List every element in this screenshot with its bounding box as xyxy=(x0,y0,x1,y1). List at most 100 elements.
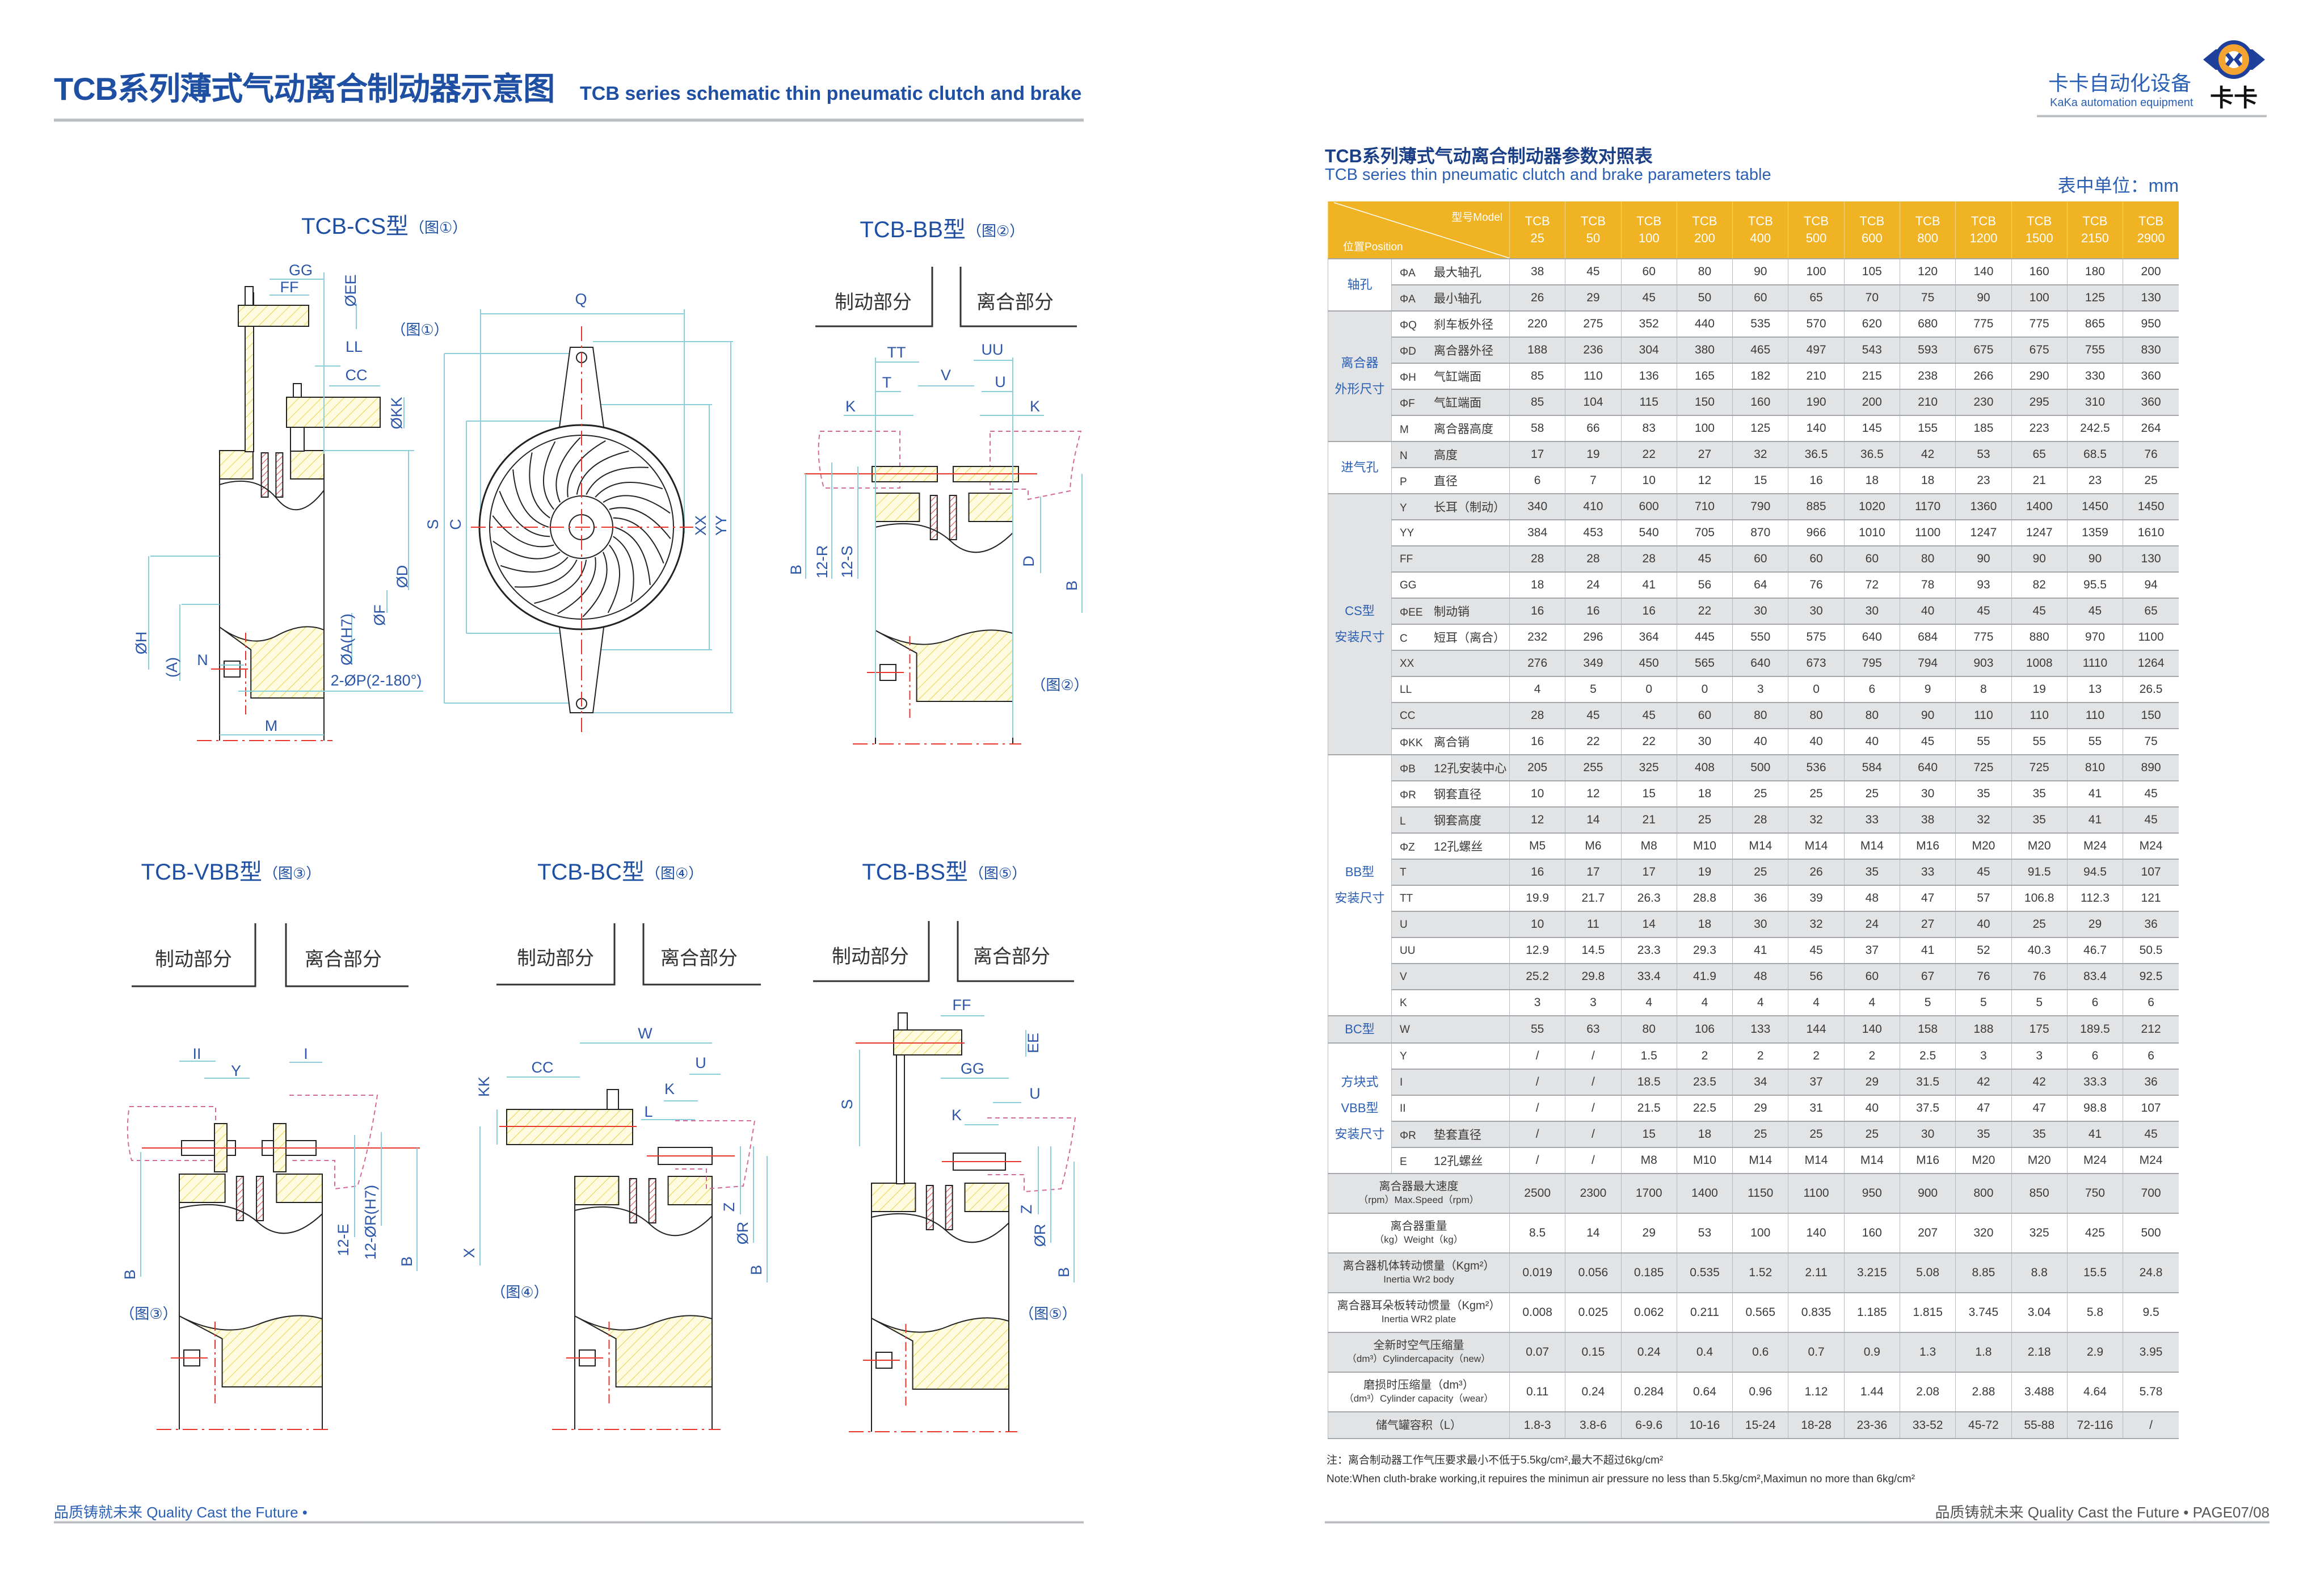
table-cell: 2500 xyxy=(1509,1174,1565,1214)
table-cell: / xyxy=(1509,1069,1565,1096)
parameter-name: 钢套直径 xyxy=(1434,788,1481,801)
table-cell: 94 xyxy=(2123,572,2179,599)
table-cell: 42 xyxy=(1955,1069,2012,1096)
table-cell: 25 xyxy=(1843,1121,1900,1148)
parameter-symbol: V xyxy=(1400,971,1407,983)
table-cell: 950 xyxy=(2123,311,2179,338)
parameter-symbol: P xyxy=(1400,476,1407,488)
table-cell: 41 xyxy=(1732,937,1788,964)
lower-flange xyxy=(574,1315,713,1387)
figure-label: （图②） xyxy=(967,222,1024,239)
parameter-name: 气缸端面 xyxy=(1434,371,1481,384)
dim-label: X xyxy=(461,1248,478,1258)
parameter-name: 垫套直径 xyxy=(1434,1129,1481,1142)
table-cell: 60 xyxy=(1676,703,1733,729)
table-cell: 60 xyxy=(1843,546,1900,573)
dim-label: FF xyxy=(953,996,971,1014)
table-cell: 1100 xyxy=(2123,624,2179,651)
table-cell: 4 xyxy=(1676,990,1733,1016)
table-cell: 55 xyxy=(1955,729,2012,755)
title-divider xyxy=(54,118,1084,122)
group-label-line: 外形尺寸 xyxy=(1334,382,1385,396)
dim-label: 12-E xyxy=(335,1223,352,1256)
table-cell: 2 xyxy=(1676,1043,1733,1070)
model-series: TCB xyxy=(2138,214,2164,228)
dim-label: GG xyxy=(289,262,313,279)
table-cell: / xyxy=(1565,1121,1622,1148)
table-cell: 584 xyxy=(1843,755,1900,781)
mating-part-outline xyxy=(127,1095,378,1190)
table-cell: 900 xyxy=(1899,1174,1956,1214)
table-cell: 12 xyxy=(1676,468,1733,494)
hub-flange-left xyxy=(871,1183,916,1212)
table-cell: / xyxy=(1565,1147,1622,1174)
hub-flange-left xyxy=(179,1174,226,1203)
table-title: TCB系列薄式气动离合制动器参数对照表 xyxy=(1325,146,1653,166)
fan-blade xyxy=(607,544,621,613)
parameter-symbol: ΦEE xyxy=(1400,607,1423,619)
table-cell: 47 xyxy=(1899,885,1956,912)
table-cell: 680 xyxy=(1899,311,1956,338)
table-cell: M16 xyxy=(1899,833,1956,860)
table-cell: 70 xyxy=(1843,285,1900,312)
table-cell: 4 xyxy=(1509,676,1565,703)
table-cell: M14 xyxy=(1732,1147,1788,1174)
table-cell: 25 xyxy=(2123,468,2179,494)
footer-divider xyxy=(1325,1521,2270,1524)
table-cell: 55 xyxy=(2011,729,2068,755)
table-cell: 90 xyxy=(2011,546,2068,573)
table-cell: 22 xyxy=(1620,441,1677,468)
bs-dimension-labels: FF EE GG S U K Z ØR B （图⑤） xyxy=(839,996,1077,1322)
figure-label: （图⑤） xyxy=(969,865,1026,882)
parameter-name: 钢套高度 xyxy=(1434,814,1481,827)
table-cell: 2.08 xyxy=(1899,1372,1956,1412)
table-cell: 684 xyxy=(1899,624,1956,651)
parameter-symbol: ΦA xyxy=(1400,267,1416,279)
table-cell: 56 xyxy=(1676,572,1733,599)
table-cell: 0.11 xyxy=(1509,1372,1565,1412)
table-cell: 60 xyxy=(1620,259,1677,285)
hub-flange-right xyxy=(290,450,325,480)
table-cell: 296 xyxy=(1565,624,1622,651)
table-cell: 16 xyxy=(1509,859,1565,886)
summary-label-line: Inertia Wr2 body xyxy=(1383,1274,1454,1285)
table-cell: 453 xyxy=(1565,520,1622,546)
fan-blade xyxy=(492,515,554,548)
table-cell: 0.24 xyxy=(1620,1332,1677,1373)
friction-plate xyxy=(235,1176,244,1221)
table-cell: 40 xyxy=(1843,1095,1900,1122)
table-cell: 48 xyxy=(1732,964,1788,990)
table-cell: 121 xyxy=(2123,885,2179,912)
summary-label-line: 离合器最大速度 xyxy=(1379,1180,1459,1193)
dim-label: S xyxy=(839,1099,856,1109)
table-cell: 1008 xyxy=(2011,650,2068,677)
drawing-tcb-bc: TCB-BC型 （图④） 制动部分 离合部分 W CC KK U K L Z Ø… xyxy=(461,860,768,1430)
table-cell: 27 xyxy=(1899,911,1956,938)
table-cell: 6 xyxy=(1509,468,1565,494)
table-cell: 72-116 xyxy=(2066,1412,2123,1439)
table-cell: 23-36 xyxy=(1843,1412,1900,1439)
parameter-name: 离合器高度 xyxy=(1434,423,1493,436)
friction-plate xyxy=(275,452,284,498)
table-cell: 352 xyxy=(1620,311,1677,338)
table-cell: 22 xyxy=(1565,729,1622,755)
table-cell: 26.5 xyxy=(2123,676,2179,703)
table-cell: 12 xyxy=(1509,807,1565,834)
clutch-bolt xyxy=(293,383,302,398)
table-cell: 9.5 xyxy=(2123,1293,2179,1333)
table-cell: 32 xyxy=(1732,441,1788,468)
table-cell: 42 xyxy=(1899,441,1956,468)
summary-label-line: 离合器重量 xyxy=(1390,1220,1447,1233)
table-cell: 110 xyxy=(1955,703,2012,729)
table-cell: 2.11 xyxy=(1788,1253,1845,1293)
table-cell: 26 xyxy=(1509,285,1565,312)
